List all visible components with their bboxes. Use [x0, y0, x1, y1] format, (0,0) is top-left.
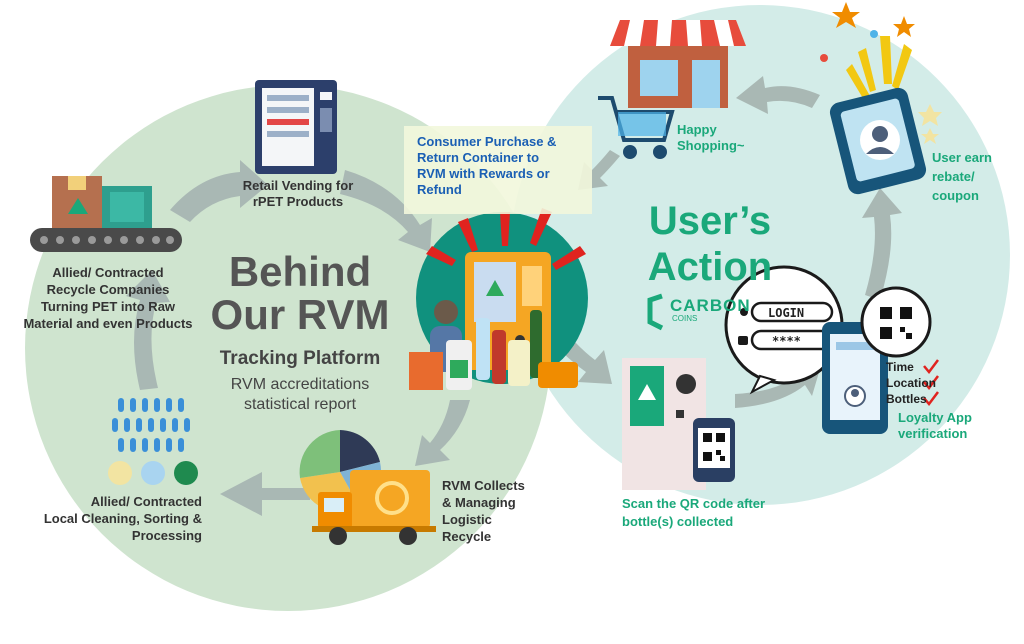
- sorting-pellets-icon: [108, 398, 198, 485]
- recycle-conveyor-icon: [30, 176, 182, 252]
- behind-title-line1: Behind: [228, 248, 372, 295]
- arrow-to-retail: [170, 160, 268, 222]
- alert-rays: [426, 208, 586, 270]
- arrow-to-rvm: [340, 170, 432, 252]
- consumer-callout-box: [404, 126, 592, 214]
- arrow-to-shop: [736, 76, 820, 114]
- rvm-machine-illustration: [409, 208, 588, 390]
- arrow-to-recycle: [126, 270, 170, 390]
- vending-machine-icon: [255, 80, 337, 174]
- arrow-to-truck: [415, 400, 470, 466]
- users-title-line2: Action: [647, 245, 773, 289]
- statistical-report-line: statistical report: [243, 396, 357, 413]
- arrow-to-earn: [862, 188, 902, 300]
- checkmarks: [923, 359, 939, 407]
- carbon-coins-logo-mark: [647, 293, 664, 331]
- scan-machine-icon: [622, 358, 735, 490]
- behind-title-line2: Our RVM: [210, 291, 390, 338]
- delivery-truck-icon: [312, 470, 436, 545]
- carbon-coins-brand: CARBON: [670, 296, 751, 315]
- password-mask: ****: [772, 334, 801, 348]
- tracking-platform-label: Tracking Platform: [219, 348, 381, 369]
- consumer-purchase-label: Consumer Purchase &Return Container to R…: [417, 134, 557, 197]
- carbon-coins-sub: COINS: [672, 314, 698, 323]
- store-icon: [610, 20, 746, 108]
- rebate-phone-icon: [820, 2, 942, 195]
- users-title-line1: User’s: [648, 199, 772, 243]
- login-text: LOGIN: [768, 306, 805, 320]
- loyalty-phone-icon: [822, 286, 932, 434]
- arrow-to-cleaning: [220, 472, 310, 516]
- accreditations-line: RVM accreditations: [230, 376, 370, 393]
- left-cycle-arrows: [126, 160, 470, 516]
